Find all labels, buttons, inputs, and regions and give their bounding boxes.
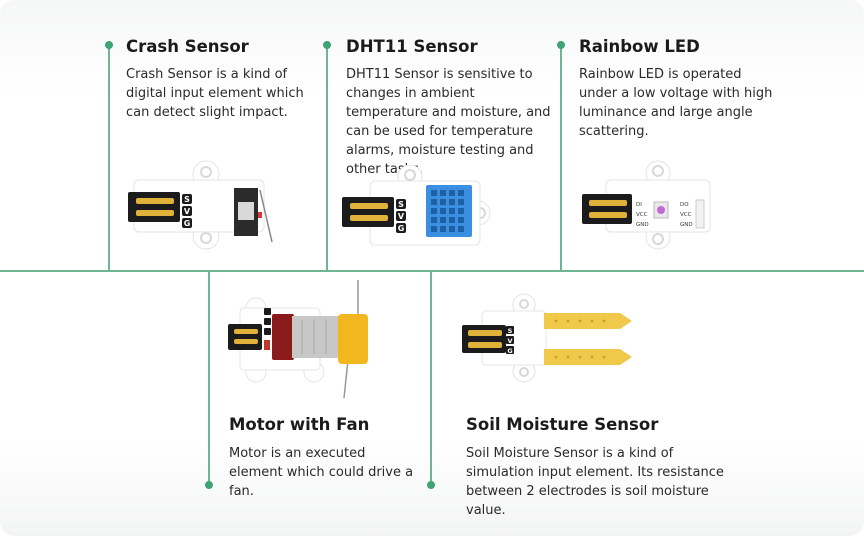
led-pin-left-3: GND — [636, 222, 649, 228]
pin-label-v: V — [184, 207, 191, 216]
marker-dot-crash — [105, 41, 113, 49]
timeline-horizontal-line — [0, 270, 864, 272]
pin-label-v: V — [398, 212, 405, 221]
timeline-line-motor — [208, 272, 210, 486]
card-description-crash-sensor: Crash Sensor is a kind of digital input … — [126, 67, 304, 120]
crash-sensor-module-image: S V G — [128, 160, 273, 250]
card-description-motor-with-fan: Motor is an executed element which could… — [229, 446, 414, 499]
pin-label-v: V — [507, 337, 512, 345]
card-title-soil-moisture-sensor: Soil Moisture Sensor — [466, 415, 659, 434]
pin-label-g: G — [507, 347, 512, 355]
rainbow-led-module-image: DI VCC GND DO VCC GND — [582, 160, 711, 250]
card-title-rainbow-led: Rainbow LED — [579, 37, 700, 56]
marker-dot-soil — [427, 481, 435, 489]
pin-label-s: S — [398, 200, 404, 209]
card-title-crash-sensor: Crash Sensor — [126, 37, 249, 56]
led-pin-left-1: DI — [636, 202, 642, 208]
card-title-motor-with-fan: Motor with Fan — [229, 415, 370, 434]
dht11-sensor-module-image: S V G — [342, 165, 491, 246]
pin-label-g: G — [184, 219, 191, 228]
card-description-rainbow-led: Rainbow LED is operated under a low volt… — [579, 67, 773, 139]
marker-dot-dht11 — [323, 41, 331, 49]
pin-label-s: S — [184, 195, 190, 204]
led-pin-left-2: VCC — [636, 212, 648, 218]
timeline-line-crash — [108, 46, 110, 270]
timeline-line-soil — [430, 272, 432, 486]
soil-moisture-sensor-module-image: S V G — [462, 293, 632, 383]
card-description-soil-moisture-sensor: Soil Moisture Sensor is a kind of simula… — [466, 446, 724, 518]
pin-label-g: G — [398, 224, 405, 233]
card-description-dht11-sensor: DHT11 Sensor is sensitive to changes in … — [346, 67, 551, 177]
led-pin-right-1: DO — [680, 202, 689, 208]
marker-dot-motor — [205, 481, 213, 489]
marker-dot-rainbow — [557, 41, 565, 49]
pin-label-s: S — [508, 327, 513, 335]
card-title-dht11-sensor: DHT11 Sensor — [346, 37, 478, 56]
timeline-line-rainbow — [560, 46, 562, 270]
led-pin-right-3: GND — [680, 222, 693, 228]
timeline-line-dht11 — [326, 46, 328, 270]
led-pin-right-2: VCC — [680, 212, 692, 218]
motor-fan-module-image — [228, 280, 368, 399]
